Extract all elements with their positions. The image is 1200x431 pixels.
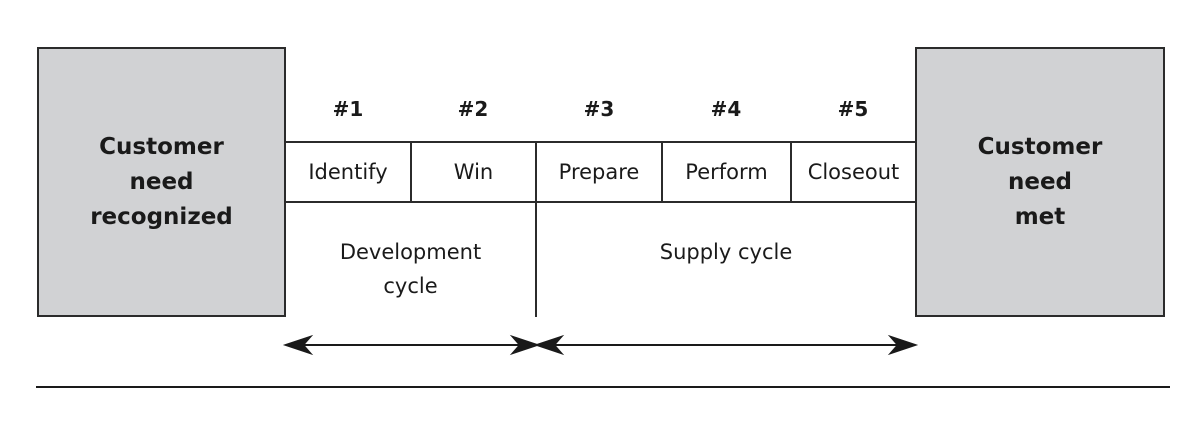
development-cycle-label: Development cycle bbox=[286, 235, 535, 303]
stage-row-bottom-border bbox=[286, 201, 916, 203]
stage-divider-4 bbox=[790, 141, 792, 203]
step-number-3: #3 bbox=[583, 97, 615, 121]
left-box-line-1: Customer bbox=[99, 133, 224, 160]
stage-divider-1 bbox=[410, 141, 412, 203]
supply-cycle-label: Supply cycle bbox=[659, 240, 793, 264]
supply-cycle-arrow bbox=[533, 334, 919, 356]
right-box-line-2: need bbox=[1007, 168, 1073, 195]
stage-closeout: Closeout bbox=[807, 160, 900, 184]
customer-need-met-box: Customer need met bbox=[915, 47, 1165, 317]
development-cycle-line-1: Development bbox=[339, 240, 482, 264]
stage-divider-2 bbox=[535, 141, 537, 317]
step-number-2: #2 bbox=[457, 97, 489, 121]
step-number-5: #5 bbox=[837, 97, 869, 121]
step-number-1: #1 bbox=[332, 97, 364, 121]
stage-divider-3 bbox=[661, 141, 663, 203]
development-cycle-arrow bbox=[282, 334, 541, 356]
stage-row-top-border bbox=[286, 141, 916, 143]
right-box-line-1: Customer bbox=[977, 133, 1103, 160]
stage-prepare: Prepare bbox=[558, 160, 640, 184]
left-box-line-2: need bbox=[129, 168, 194, 195]
customer-need-recognized-box: Customer need recognized bbox=[37, 47, 286, 317]
stage-perform: Perform bbox=[685, 160, 768, 184]
development-cycle-line-2: cycle bbox=[383, 274, 438, 298]
stage-identify: Identify bbox=[308, 160, 388, 184]
step-number-4: #4 bbox=[710, 97, 742, 121]
stage-win: Win bbox=[453, 160, 494, 184]
right-box-line-3: met bbox=[1014, 203, 1066, 230]
left-box-line-3: recognized bbox=[90, 203, 233, 230]
